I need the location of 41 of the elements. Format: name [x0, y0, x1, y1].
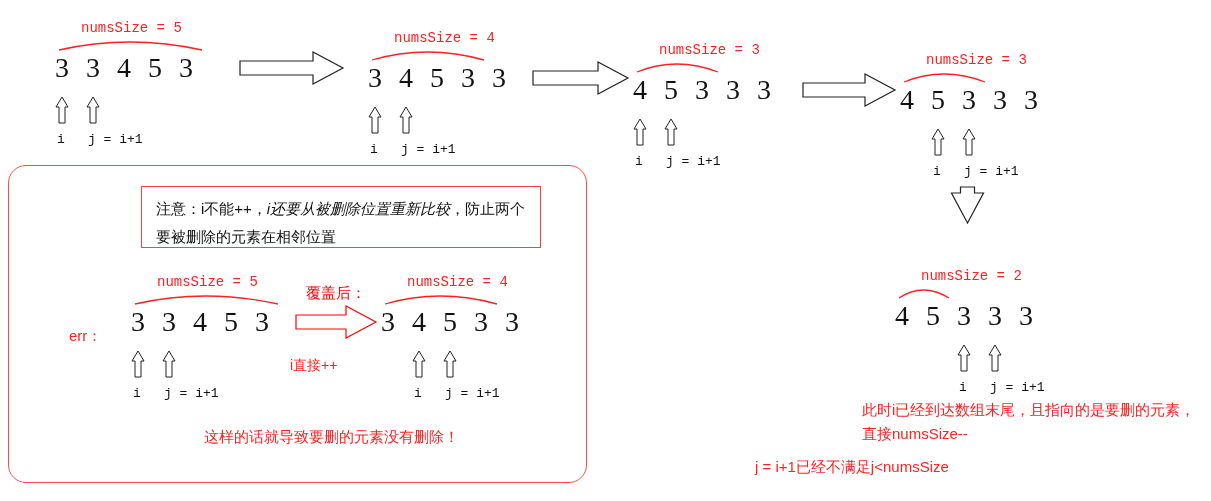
note-box	[141, 186, 541, 248]
array-values: 3 4 5 3 3	[368, 62, 506, 94]
array-values: 3 3 4 5 3	[131, 306, 269, 338]
size-label: numsSize = 4	[407, 274, 508, 290]
array-values: 3 3 4 5 3	[55, 52, 193, 84]
block-arrow	[295, 305, 378, 339]
size-label: numsSize = 4	[394, 30, 495, 46]
pointer-label: j = i+1	[990, 380, 1045, 395]
size-label: numsSize = 5	[157, 274, 258, 290]
pointer-label: i	[959, 380, 967, 395]
note-text: 注意：i不能++，i还要从被删除位置重新比较，防止两个要被删除的元素在相邻位置	[156, 199, 527, 247]
block-arrow	[532, 61, 630, 95]
array-values: 3 4 5 3 3	[381, 306, 519, 338]
pointer-label: i	[133, 386, 141, 401]
pointer-label: j = i+1	[88, 132, 143, 147]
pointer-label: i	[635, 154, 643, 169]
annotation-text: err：	[69, 326, 104, 346]
array-values: 4 5 3 3 3	[895, 300, 1033, 332]
block-arrow	[950, 186, 985, 225]
pointer-label: j = i+1	[164, 386, 219, 401]
annotation-text: 此时i已经到达数组末尾，且指向的是要删的元素，直接numsSize--	[862, 400, 1197, 444]
annotation-text: i直接++	[290, 357, 338, 375]
array-values: 4 5 3 3 3	[633, 74, 771, 106]
size-label: numsSize = 5	[81, 20, 182, 36]
annotation-text: j = i+1已经不满足j<numsSize	[755, 457, 950, 477]
pointer-label: j = i+1	[964, 164, 1019, 179]
pointer-label: j = i+1	[666, 154, 721, 169]
block-arrow	[239, 51, 345, 85]
size-label: numsSize = 2	[921, 268, 1022, 284]
warning-text: 这样的话就导致要删的元素没有删除！	[204, 428, 459, 447]
pointer-label: j = i+1	[445, 386, 500, 401]
pointer-label: j = i+1	[401, 142, 456, 157]
size-label: numsSize = 3	[926, 52, 1027, 68]
block-arrow	[802, 73, 897, 107]
pointer-label: i	[414, 386, 422, 401]
pointer-label: i	[933, 164, 941, 179]
pointer-label: i	[370, 142, 378, 157]
array-values: 4 5 3 3 3	[900, 84, 1038, 116]
error-example-panel	[8, 165, 587, 483]
pointer-label: i	[57, 132, 65, 147]
size-label: numsSize = 3	[659, 42, 760, 58]
